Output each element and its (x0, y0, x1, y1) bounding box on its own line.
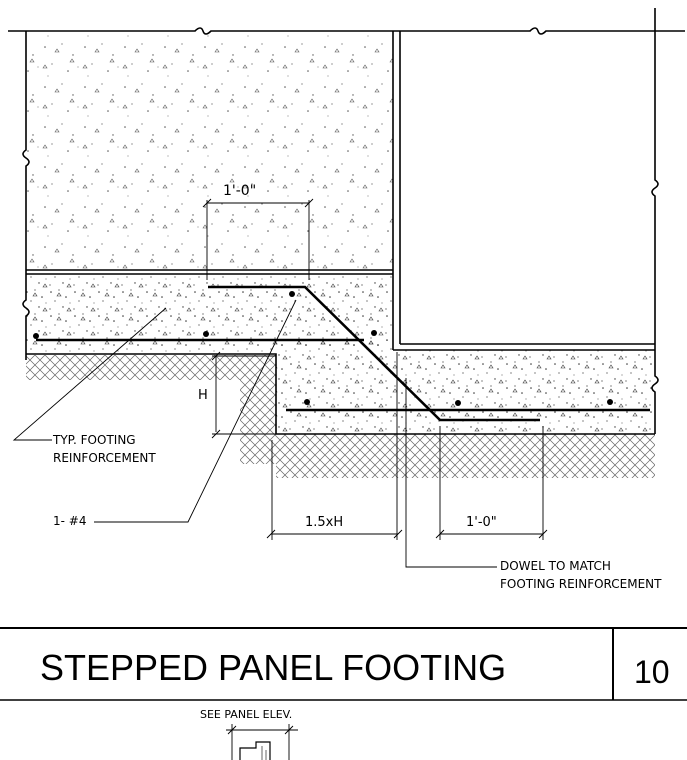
rebar-dot (455, 400, 461, 406)
dowel-label-2: FOOTING REINFORCEMENT (500, 577, 662, 591)
typ-reinf-label-1: TYP. FOOTING (52, 433, 136, 447)
leaders (12, 299, 497, 568)
lower-earth-left (240, 434, 276, 464)
upper-panel (26, 34, 393, 270)
rebar-dot (33, 333, 39, 339)
bar-leader (94, 299, 297, 523)
rebar-dot (304, 399, 310, 405)
dowel-bar (208, 285, 540, 422)
typ-reinf-label-2: REINFORCEMENT (53, 451, 156, 465)
dim-run-label: 1.5xH (305, 515, 343, 530)
lower-earth (276, 434, 655, 478)
title-block: STEPPED PANEL FOOTING 10 SEE PANEL ELEV. (0, 627, 687, 721)
dim-bottom-label: 1'-0" (466, 515, 497, 530)
dim-top-label: 1'-0" (223, 183, 256, 199)
dowel-label-1: DOWEL TO MATCH (500, 559, 611, 573)
reinforcement (36, 285, 650, 422)
detail-title: STEPPED PANEL FOOTING (40, 647, 506, 688)
key-sketch (226, 724, 298, 760)
rebar-dots (33, 291, 613, 406)
rebar-dot (289, 291, 295, 297)
outline (8, 8, 685, 435)
reference-note: SEE PANEL ELEV. (200, 708, 292, 721)
bar-label: 1- #4 (53, 514, 86, 528)
rebar-dot (607, 399, 613, 405)
rebar-dot (371, 330, 377, 336)
upper-earth (26, 355, 276, 434)
typ-reinforcement-leader (12, 307, 167, 441)
rebar-dot (203, 331, 209, 337)
dim-h-label: H (198, 388, 208, 403)
dimensions (202, 198, 548, 540)
detail-number: 10 (634, 654, 670, 690)
dowel-leader (405, 378, 497, 568)
